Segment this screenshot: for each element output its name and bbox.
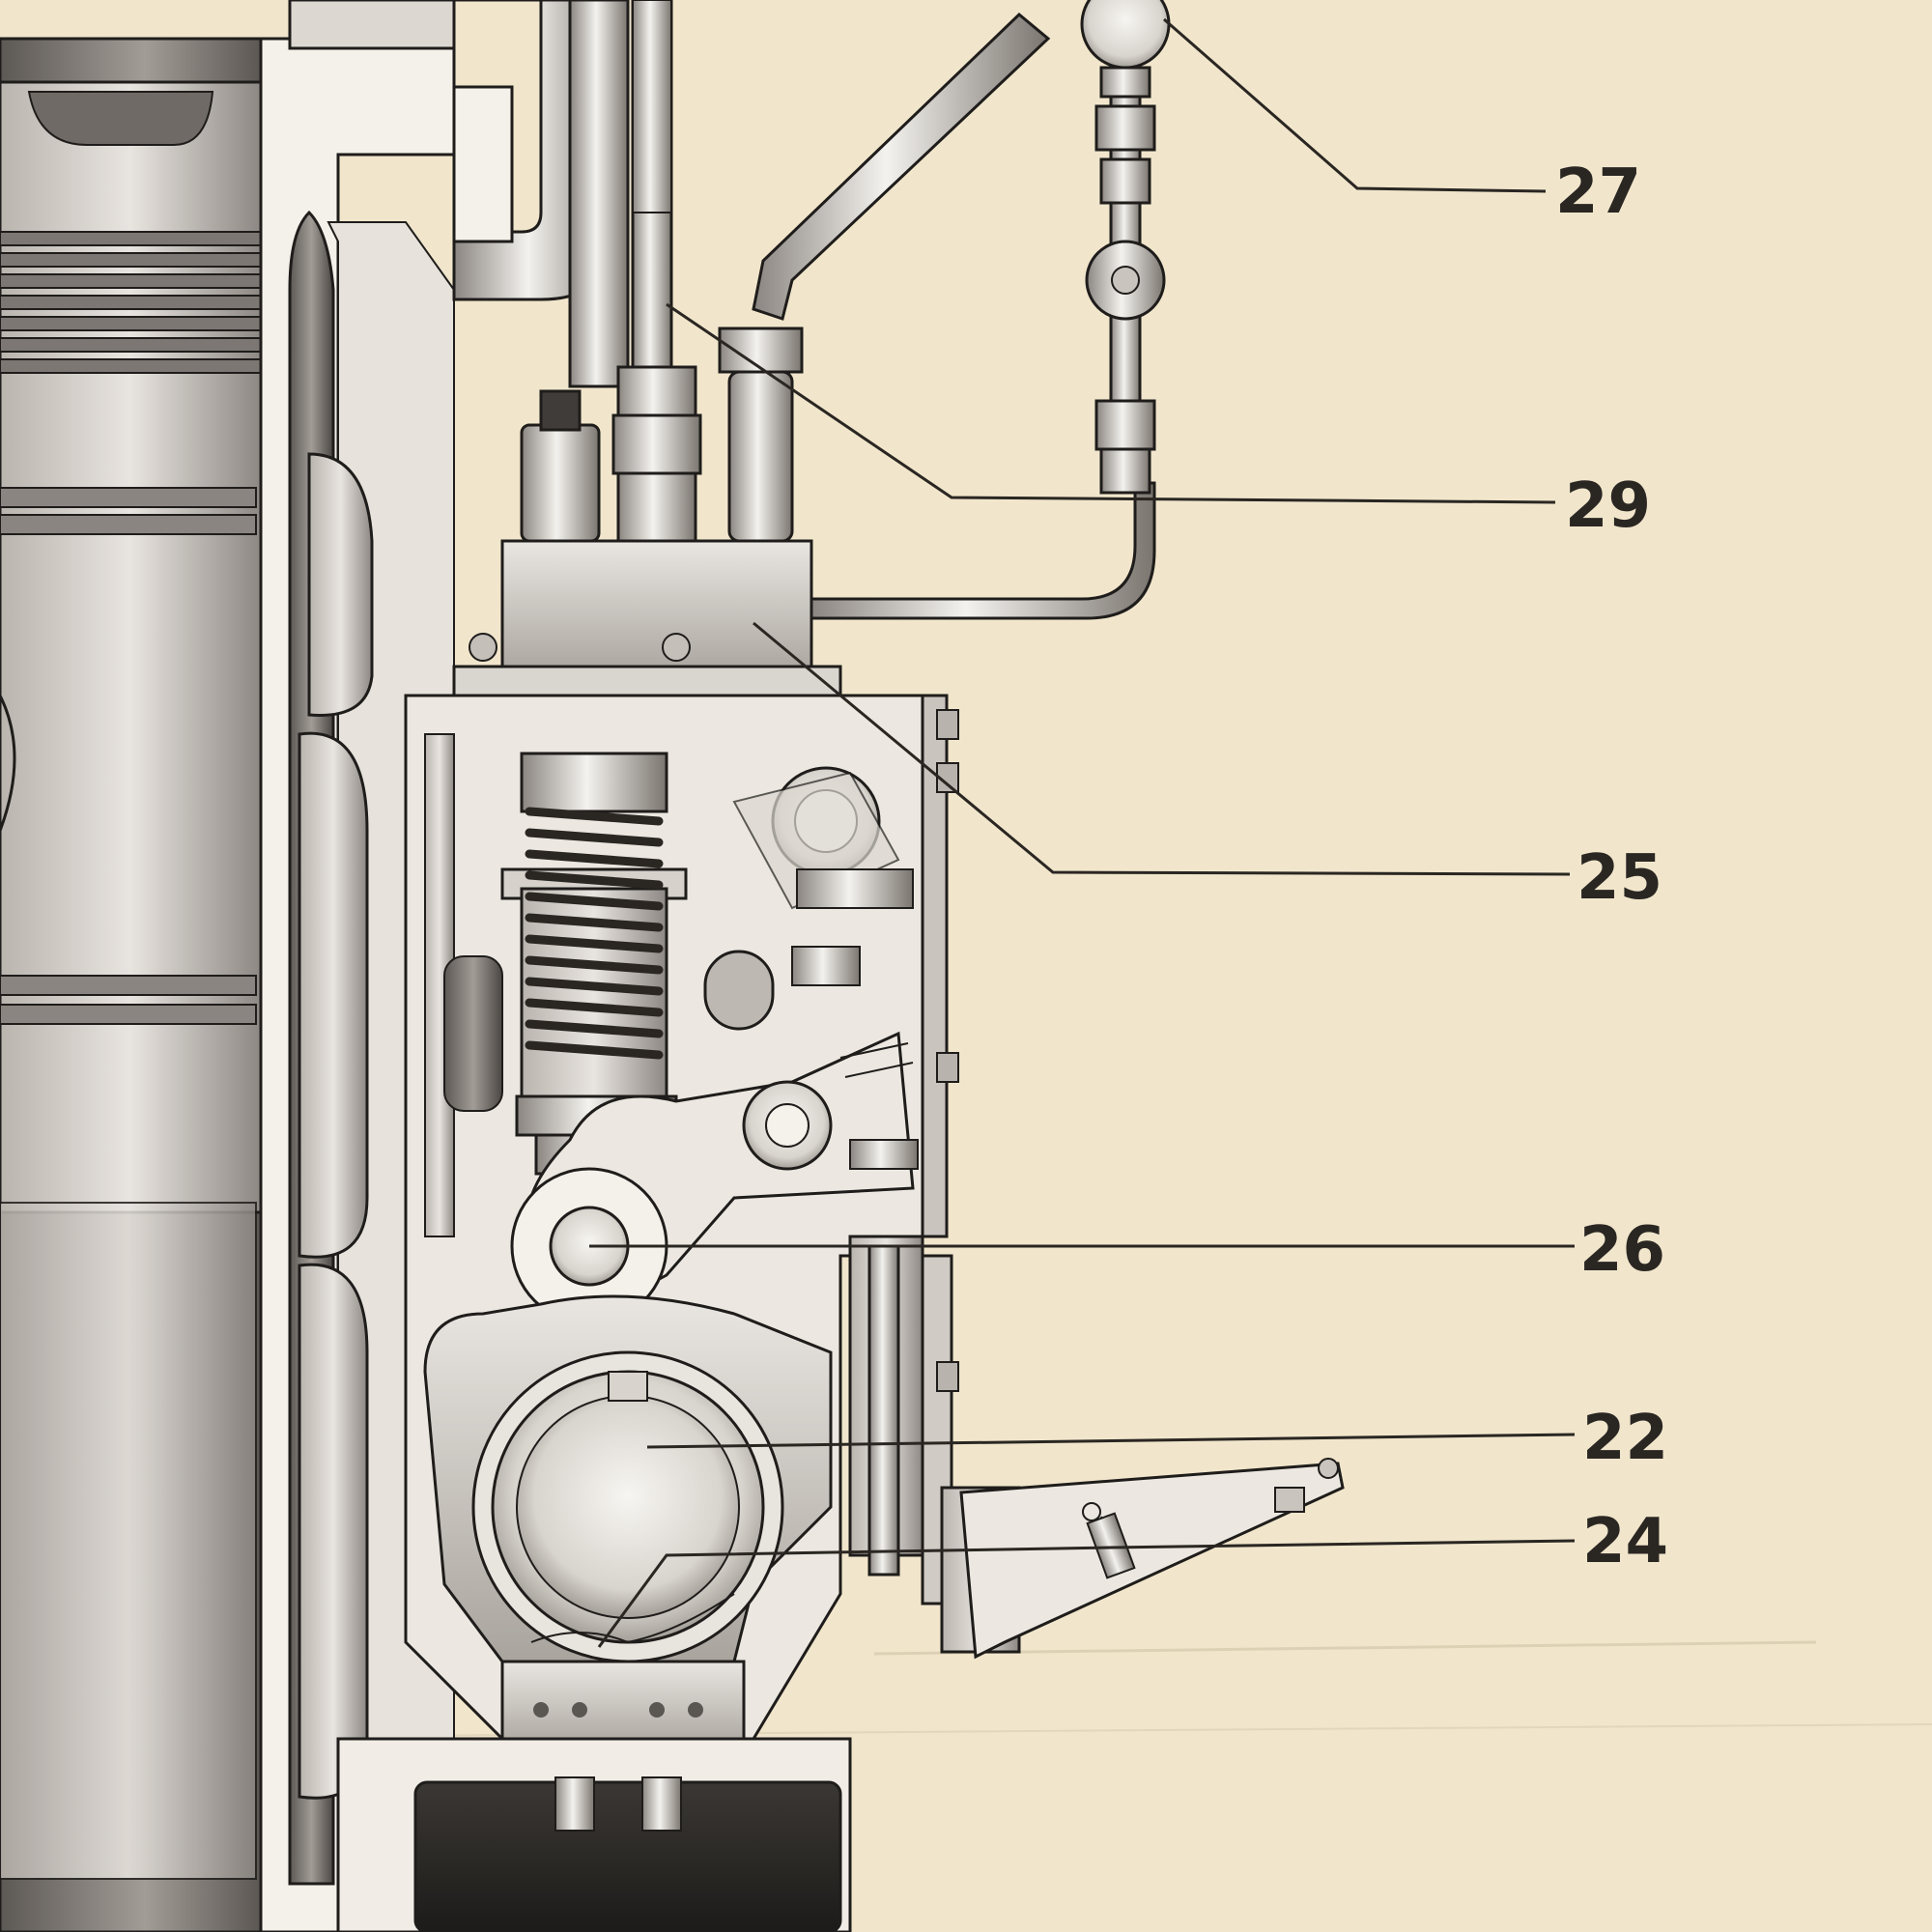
rocker-arm-lower xyxy=(510,946,919,1325)
rocker-arm-upper xyxy=(732,766,914,910)
callout-label-26: 26 xyxy=(1579,1214,1665,1286)
spring-coils xyxy=(525,807,664,1060)
callout-label-27: 27 xyxy=(1555,156,1641,228)
pressure-gauge-line xyxy=(1080,0,1171,495)
delivery-pipe xyxy=(752,12,1156,620)
crankcase-base xyxy=(336,1737,852,1932)
callout-labels: 27 29 25 26 22 24 xyxy=(1555,156,1668,1577)
callout-label-22: 22 xyxy=(1582,1403,1668,1474)
camshaft xyxy=(423,1294,833,1750)
paper-fold-crease xyxy=(873,1640,1817,1656)
fuel-supply-pipes xyxy=(568,0,673,388)
control-lever-bracket xyxy=(940,1458,1345,1660)
piston-rings xyxy=(0,231,262,1025)
callout-leaders xyxy=(589,17,1576,1648)
cylinder-liner-section xyxy=(0,37,292,1932)
callout-label-29: 29 xyxy=(1565,470,1651,542)
callout-label-24: 24 xyxy=(1582,1506,1668,1577)
callout-label-25: 25 xyxy=(1577,842,1662,914)
